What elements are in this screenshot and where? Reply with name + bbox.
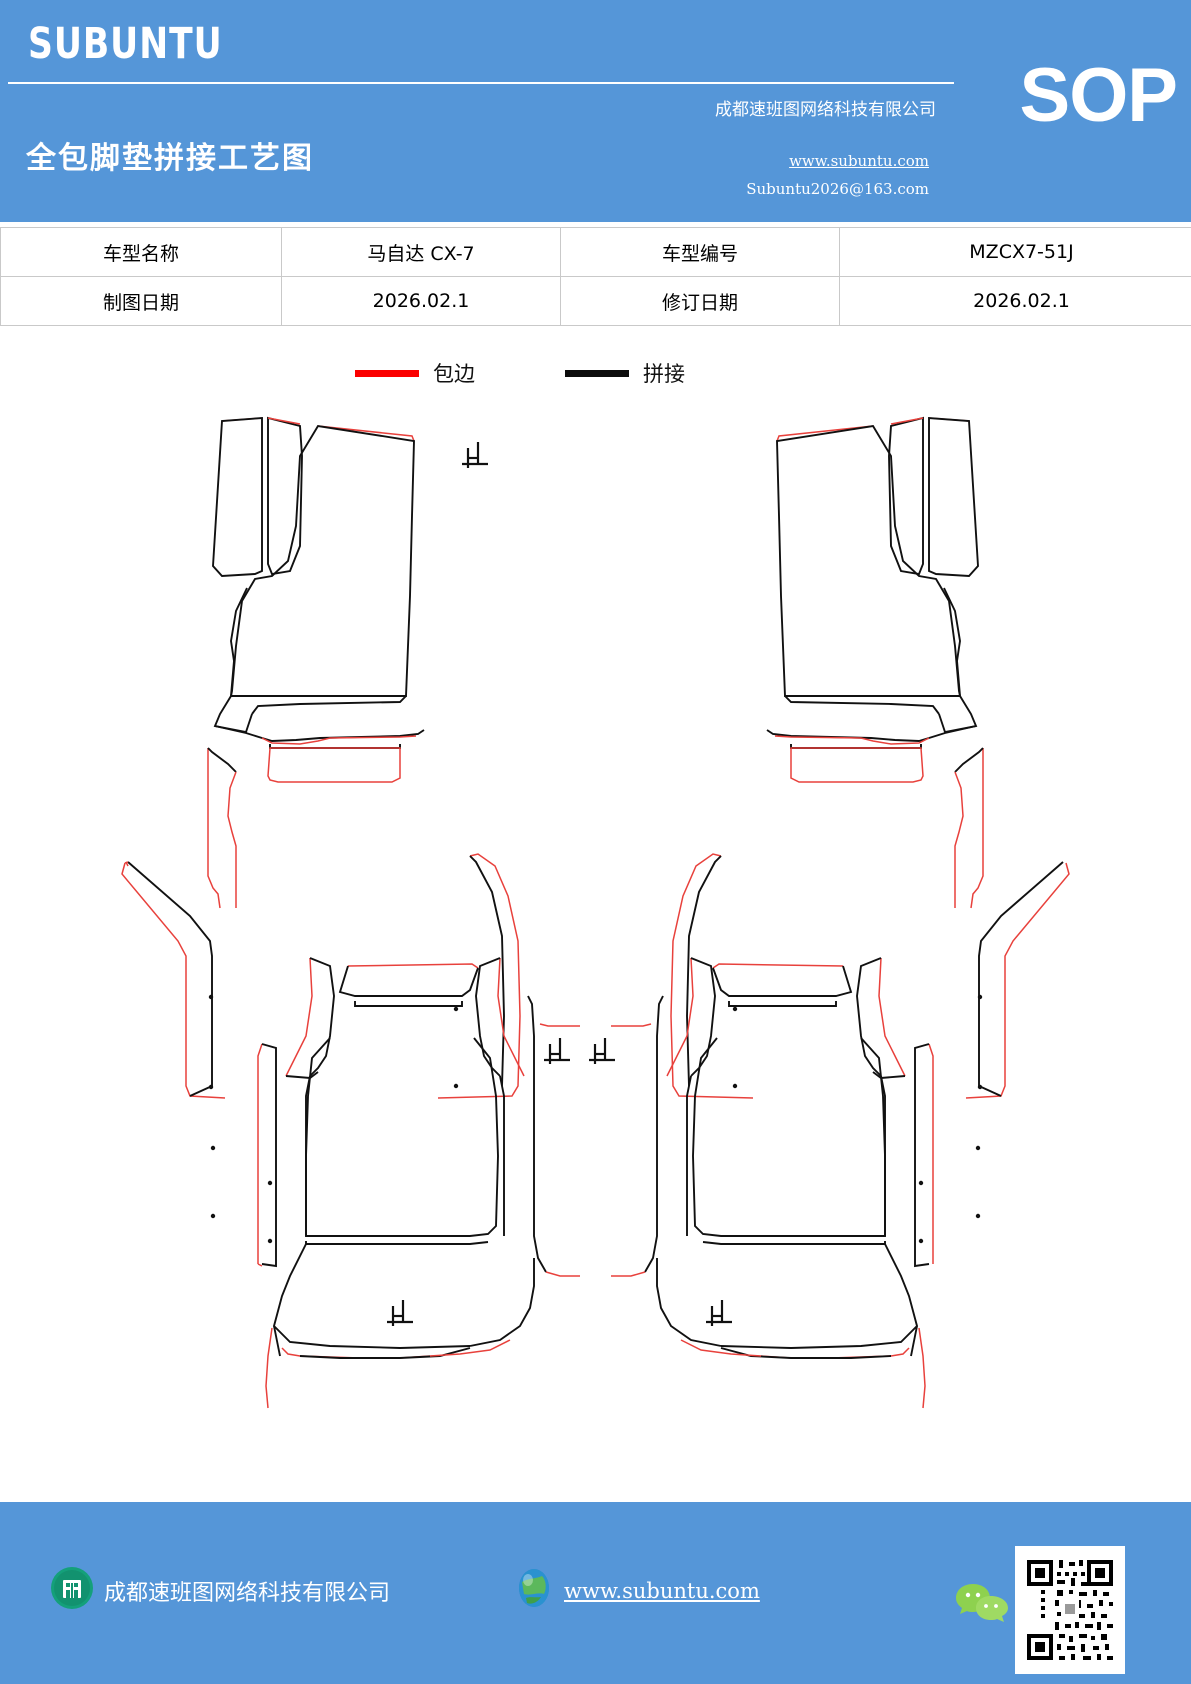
footer-site-block[interactable]: www.subuntu.com: [512, 1566, 760, 1615]
page-footer: 成都速班图网络科技有限公司 www.subuntu.com: [0, 1502, 1191, 1684]
model-name-label: 车型名称: [0, 227, 282, 277]
model-code-label: 车型编号: [560, 227, 840, 277]
revision-date-value: 2026.02.1: [839, 276, 1191, 326]
footer-company-block: 成都速班图网络科技有限公司: [50, 1566, 390, 1615]
legend-label-binding: 包边: [433, 362, 475, 386]
registration-dot: [208, 994, 214, 1000]
page-header: SUBUNTU 全包脚垫拼接工艺图 成都速班图网络科技有限公司 www.subu…: [0, 0, 1191, 222]
registration-dot: [975, 1213, 981, 1219]
sop-badge: SOP: [1019, 53, 1178, 138]
stop-marker: [589, 1038, 615, 1064]
draw-date-label: 制图日期: [0, 276, 282, 326]
header-company-name: 成都速班图网络科技有限公司: [715, 100, 936, 120]
registration-dot: [732, 1006, 738, 1012]
stop-marker: [706, 1300, 732, 1326]
qr-code: [1015, 1546, 1125, 1674]
revision-date-label: 修订日期: [560, 276, 840, 326]
registration-dot: [210, 1145, 216, 1151]
vehicle-info-table: 车型名称 马自达 CX-7 车型编号 MZCX7-51J 制图日期 2026.0…: [0, 227, 1191, 326]
registration-dot: [210, 1213, 216, 1219]
registration-dot: [208, 1084, 214, 1090]
registration-dot: [977, 1084, 983, 1090]
legend-label-splicing: 拼接: [643, 362, 685, 386]
registration-dot: [732, 1083, 738, 1089]
registration-dot: [975, 1145, 981, 1151]
rear-left-mat: [257, 957, 580, 1409]
legend: 包边 拼接: [0, 352, 1191, 396]
brand-logo: SUBUNTU: [28, 20, 223, 69]
registration-dot: [977, 994, 983, 1000]
registration-dot: [453, 1083, 459, 1089]
footer-company-label: 成都速班图网络科技有限公司: [104, 1580, 391, 1606]
wechat-icon: [955, 1580, 1011, 1631]
registration-dot: [267, 1180, 273, 1186]
technical-drawing-canvas: [0, 396, 1191, 1444]
rear-right-mat: [611, 957, 934, 1409]
registration-dot: [918, 1180, 924, 1186]
header-email[interactable]: Subuntu2026@163.com: [746, 180, 929, 198]
legend-item-splicing: 拼接: [565, 358, 685, 388]
document-title: 全包脚垫拼接工艺图: [26, 141, 314, 176]
model-code-value: MZCX7-51J: [839, 227, 1191, 277]
header-website-link[interactable]: www.subuntu.com: [789, 152, 929, 170]
stop-marker: [387, 1300, 413, 1326]
table-row: 车型名称 马自达 CX-7 车型编号 MZCX7-51J: [0, 227, 1191, 277]
black-line-swatch-icon: [565, 369, 629, 377]
red-line-swatch-icon: [355, 369, 419, 377]
stop-marker: [544, 1038, 570, 1064]
registration-dot: [918, 1238, 924, 1244]
header-divider: [8, 82, 954, 84]
table-row: 制图日期 2026.02.1 修订日期 2026.02.1: [0, 276, 1191, 326]
legend-item-binding: 包边: [355, 358, 475, 388]
stop-marker: [462, 442, 488, 468]
front-right-mat: [670, 416, 1070, 1219]
globe-icon: [512, 1566, 556, 1615]
registration-dot: [453, 1006, 459, 1012]
draw-date-value: 2026.02.1: [281, 276, 561, 326]
building-icon: [50, 1566, 94, 1615]
registration-dot: [267, 1238, 273, 1244]
model-name-value: 马自达 CX-7: [281, 227, 561, 277]
front-left-mat: [121, 416, 521, 1219]
footer-site-label[interactable]: www.subuntu.com: [564, 1578, 760, 1603]
